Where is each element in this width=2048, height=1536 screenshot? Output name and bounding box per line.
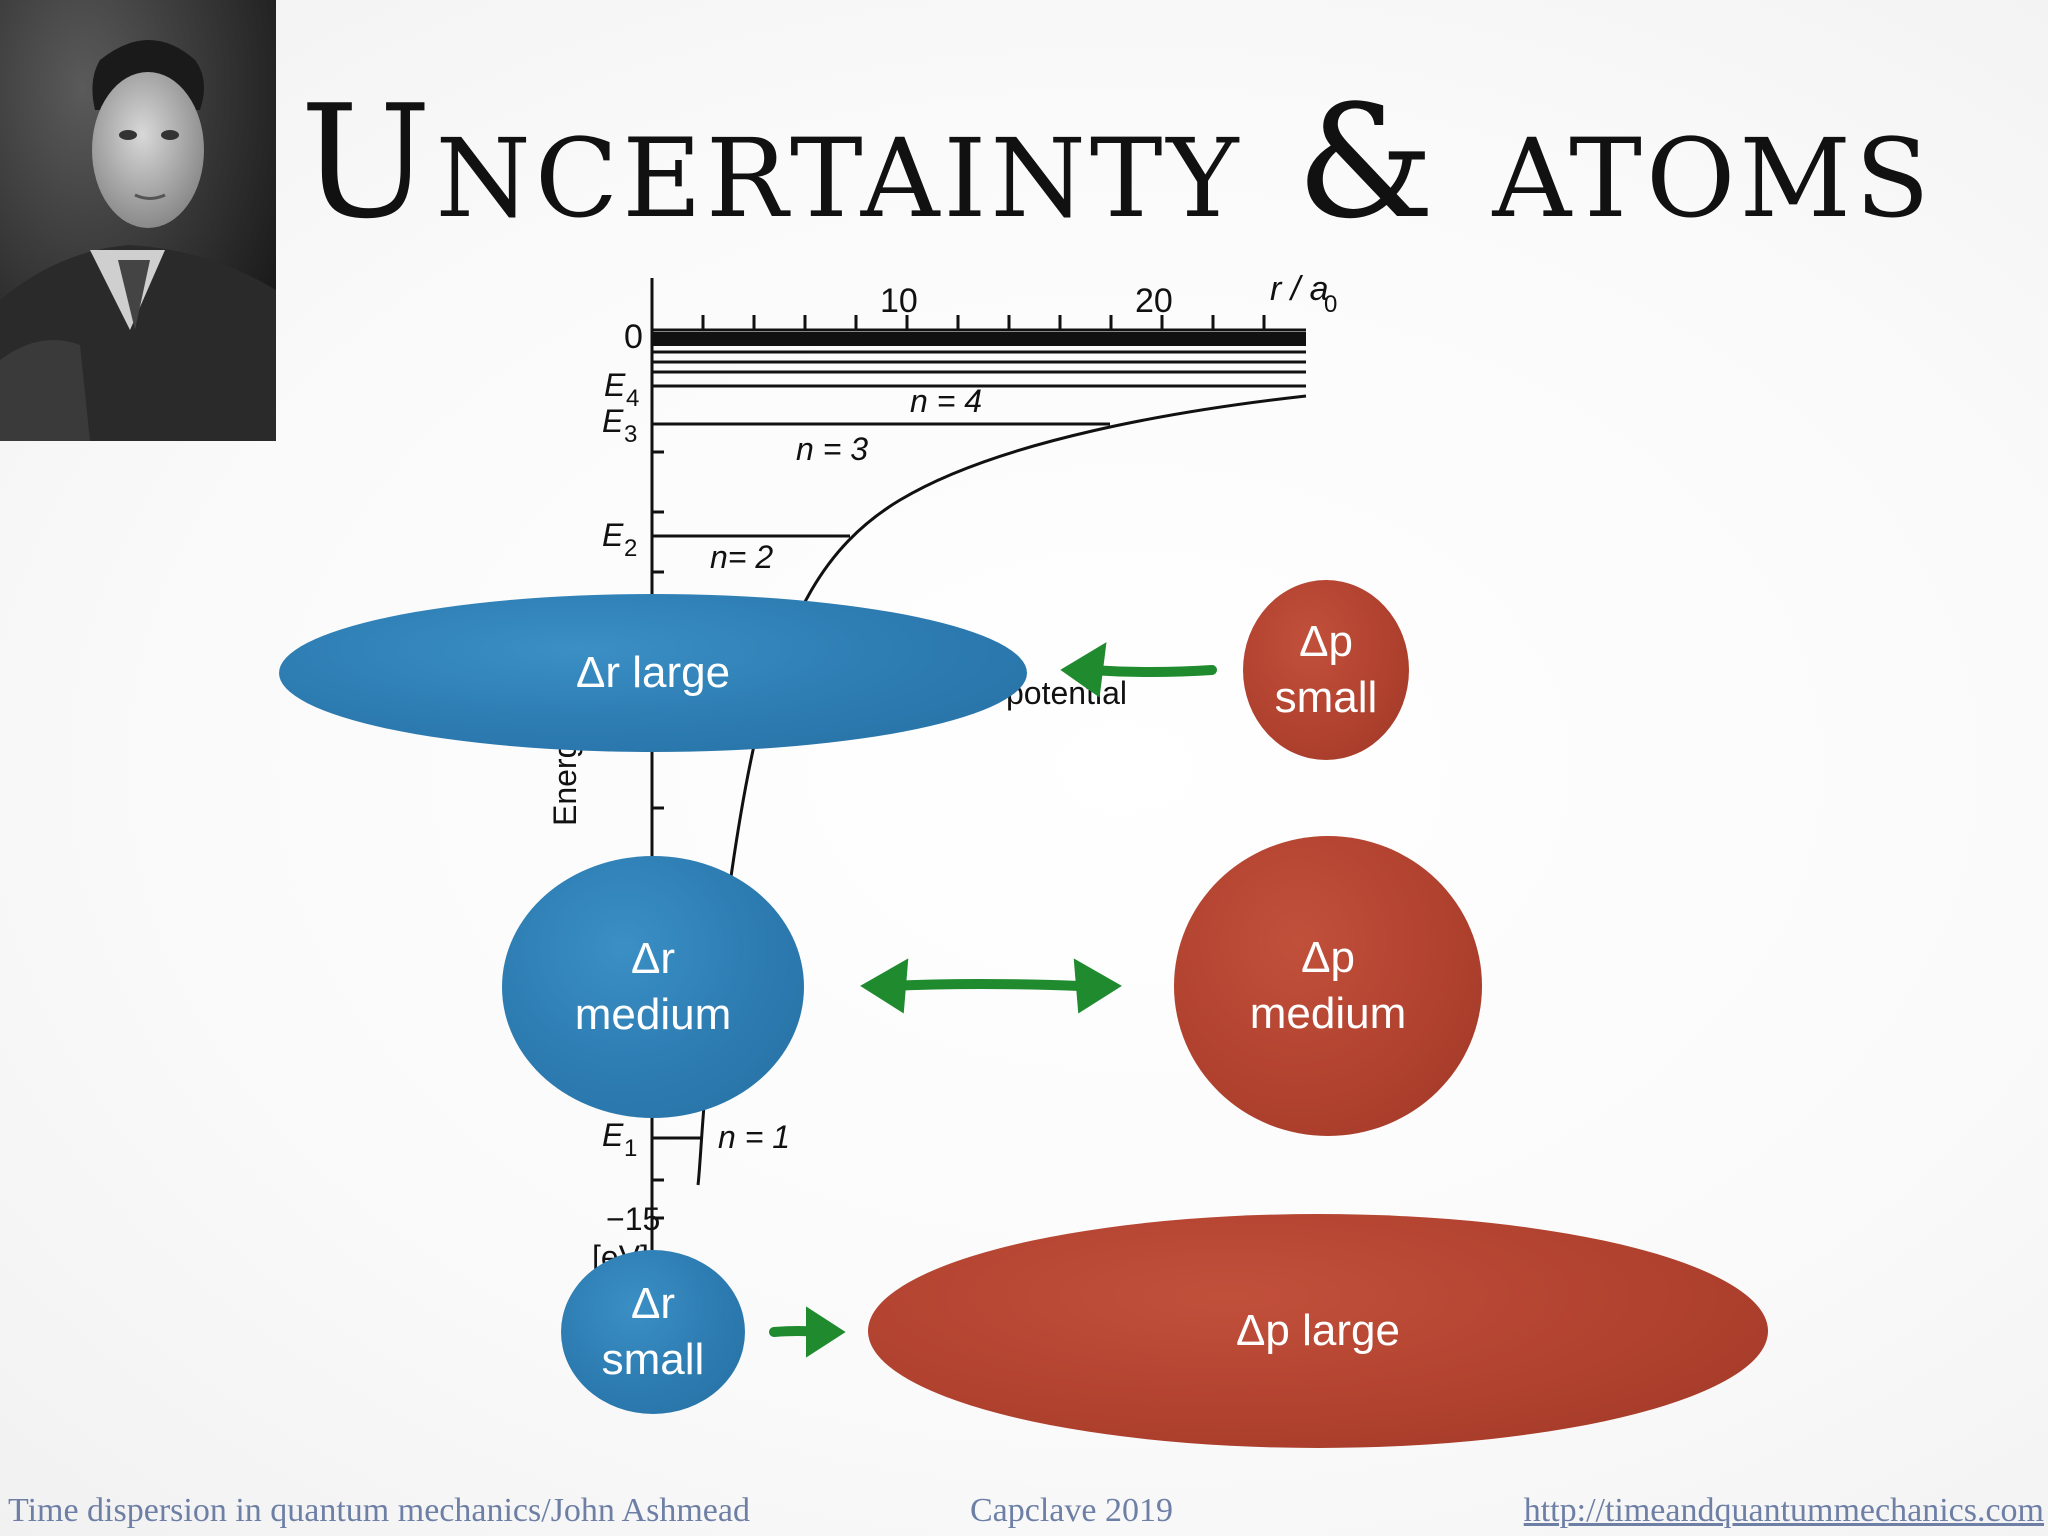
continuum-band (652, 332, 1306, 346)
double-arrow-icon (860, 958, 1122, 1014)
y-min-label: −15 (606, 1201, 660, 1237)
potential-label: potential (1006, 675, 1127, 711)
x-axis-ticks (701, 315, 1266, 330)
delta-p-small-blob: Δp small (1243, 580, 1409, 760)
level-e1-subscript: 1 (624, 1135, 637, 1162)
level-e2-symbol: E (602, 517, 624, 553)
level-n1-label: n = 1 (718, 1119, 790, 1155)
slide-title: Uncertainty & atoms (300, 71, 1934, 253)
delta-r-medium-label: Δr medium (574, 934, 732, 1039)
delta-r-large-blob: Δr large (279, 594, 1027, 752)
delta-r-small-label: Δr small (601, 1279, 705, 1384)
level-n4-label: n = 4 (910, 383, 982, 419)
delta-p-medium-label: Δp medium (1249, 933, 1407, 1038)
delta-r-large-label: Δr large (575, 648, 731, 697)
x-axis-unit: r / a (1270, 270, 1329, 308)
footer-author: Time dispersion in quantum mechanics/Joh… (8, 1492, 750, 1529)
footer-website-link[interactable]: http://timeandquantummechanics.com (1523, 1492, 2044, 1529)
arrow-left-icon (1060, 642, 1217, 698)
delta-r-small-blob: Δr small (561, 1250, 745, 1414)
delta-p-medium-blob: Δp medium (1174, 836, 1482, 1136)
footer-event: Capclave 2019 (970, 1492, 1173, 1529)
level-e3-symbol: E (602, 403, 624, 439)
y-axis-label: Energ (547, 741, 583, 826)
level-e1-symbol: E (602, 1117, 624, 1153)
level-n3-label: n = 3 (796, 431, 868, 467)
x-tick-label-20: 20 (1135, 282, 1173, 320)
x-tick-label-10: 10 (880, 282, 918, 320)
y-zero-label: 0 (624, 318, 643, 356)
level-e4-subscript: 4 (626, 385, 639, 412)
arrow-right-icon (769, 1306, 846, 1358)
portrait-photo (0, 0, 276, 441)
delta-r-medium-blob: Δr medium (502, 856, 804, 1118)
delta-p-large-label: Δp large (1236, 1306, 1400, 1355)
x-axis-unit-subscript: 0 (1324, 291, 1337, 318)
level-e2-subscript: 2 (624, 535, 637, 562)
level-e3-subscript: 3 (624, 421, 637, 448)
level-n2-label: n= 2 (710, 539, 773, 575)
level-e4-symbol: E (604, 367, 626, 403)
delta-p-small-label: Δp small (1274, 617, 1378, 722)
delta-p-large-blob: Δp large (868, 1214, 1768, 1448)
